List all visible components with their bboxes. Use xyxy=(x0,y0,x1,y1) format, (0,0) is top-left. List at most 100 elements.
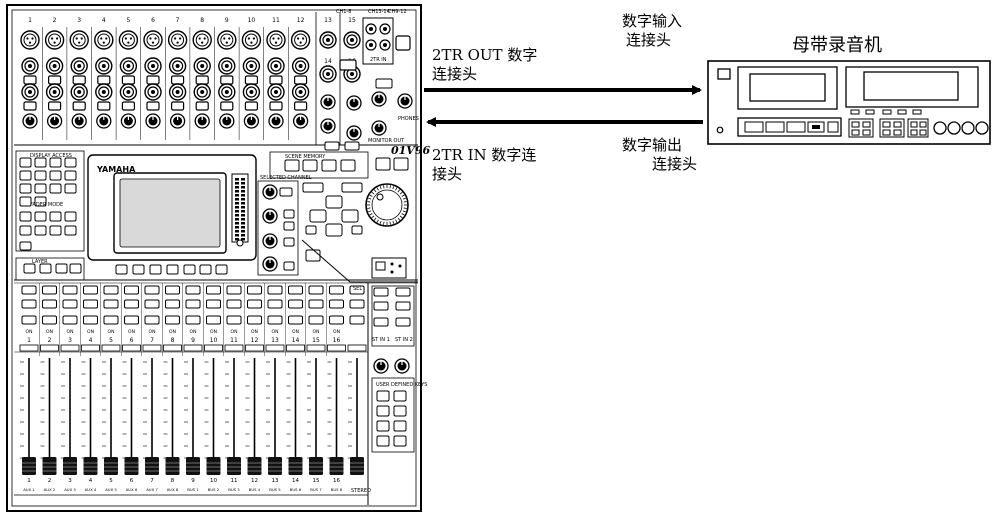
line-input-icon xyxy=(120,58,136,74)
strip-channel-number: 13 xyxy=(271,337,279,344)
meter-segment xyxy=(241,178,245,181)
meter-segment xyxy=(235,218,239,221)
meter-segment xyxy=(241,210,245,213)
meter-segment xyxy=(241,186,245,189)
fader-channel-number: 12 xyxy=(251,478,258,484)
meter-segment xyxy=(235,206,239,209)
strip-channel-number: 5 xyxy=(109,337,113,344)
meter-segment xyxy=(235,214,239,217)
solo-button xyxy=(350,300,364,308)
recorder-title: 母带录音机 xyxy=(792,36,882,55)
on-label: ON xyxy=(169,329,176,335)
scribble-strip xyxy=(102,345,120,351)
scribble-strip xyxy=(348,345,366,351)
solo-button xyxy=(125,300,139,308)
on-button xyxy=(350,316,364,324)
sel-button xyxy=(309,286,323,294)
line-input-icon xyxy=(71,58,87,74)
2tr-in-line1: 2TR IN 数字连 xyxy=(432,146,536,165)
on-button xyxy=(309,316,323,324)
2tr-out-line2: 连接头 xyxy=(432,65,537,84)
on-button xyxy=(104,316,118,324)
pad-switch xyxy=(122,76,134,84)
meter-segment xyxy=(235,186,239,189)
fader-bus-label: AUX 7 xyxy=(146,487,158,492)
meter-segment xyxy=(235,182,239,185)
digital-output-label: 数字输出 连接头 xyxy=(622,136,697,174)
on-button xyxy=(227,316,241,324)
solo-button xyxy=(248,300,262,308)
fader-knob xyxy=(207,457,221,475)
user-key xyxy=(377,436,389,446)
scribble-strip xyxy=(205,345,223,351)
insert-switch xyxy=(295,102,307,110)
meter-segment xyxy=(235,226,239,229)
line-input-icon xyxy=(268,58,284,74)
fader-channel-number: 2 xyxy=(48,478,52,484)
insert-jack-icon xyxy=(145,84,161,100)
meter-segment xyxy=(235,198,239,201)
on-button xyxy=(63,316,77,324)
on-button xyxy=(289,316,303,324)
on-label: ON xyxy=(292,329,299,335)
xlr-input-icon xyxy=(144,31,162,49)
on-label: ON xyxy=(272,329,279,335)
svg-text:USER DEFINED KEYS: USER DEFINED KEYS xyxy=(376,382,427,388)
gain-knob xyxy=(321,95,335,109)
on-label: ON xyxy=(128,329,135,335)
sel-button xyxy=(330,286,344,294)
on-label: ON xyxy=(108,329,115,335)
line-input-icon xyxy=(320,66,336,82)
user-key xyxy=(394,436,406,446)
scribble-strip xyxy=(184,345,202,351)
meter-segment xyxy=(241,202,245,205)
xlr-input-icon xyxy=(119,31,137,49)
line-input-icon xyxy=(47,58,63,74)
meter-segment xyxy=(235,178,239,181)
xlr-input-icon xyxy=(267,31,285,49)
gain-knob xyxy=(23,114,37,128)
solo-button xyxy=(268,300,282,308)
on-label: ON xyxy=(87,329,94,335)
meter-segment xyxy=(241,214,245,217)
fader-mode-button xyxy=(20,242,31,250)
xlr-input-icon xyxy=(292,31,310,49)
fader-bus-label: AUX 3 xyxy=(64,487,76,492)
gain-knob xyxy=(321,119,335,133)
sel-button xyxy=(268,286,282,294)
solo-button xyxy=(330,300,344,308)
sel-button xyxy=(145,286,159,294)
insert-jack-icon xyxy=(293,84,309,100)
channel-number: 5 xyxy=(126,17,130,24)
fader-channel-number: 9 xyxy=(191,478,195,484)
fader-mode-button xyxy=(50,226,61,235)
pad-switch xyxy=(295,76,307,84)
meter-segment xyxy=(235,234,239,237)
fader-mode-button xyxy=(65,226,76,235)
digital-input-label: 数字输入 连接头 xyxy=(622,12,682,50)
scribble-strip xyxy=(164,345,182,351)
display-access-button xyxy=(35,158,46,167)
st-in-button xyxy=(396,288,410,296)
insert-jack-icon xyxy=(268,84,284,100)
fader-channel-number: 14 xyxy=(292,478,299,484)
recorder-knob xyxy=(976,122,988,134)
xlr-input-icon xyxy=(218,31,236,49)
insert-switch xyxy=(98,102,110,110)
xlr-input-icon xyxy=(193,31,211,49)
line-input-icon xyxy=(194,58,210,74)
gain-knob xyxy=(294,114,308,128)
sel-button xyxy=(186,286,200,294)
pad-switch xyxy=(24,76,36,84)
user-key xyxy=(377,421,389,431)
on-button xyxy=(248,316,262,324)
meter-segment xyxy=(241,234,245,237)
strip-channel-number: 14 xyxy=(292,337,300,344)
meter-segment xyxy=(241,190,245,193)
on-label: ON xyxy=(190,329,197,335)
user-key xyxy=(394,391,406,401)
fader-mode-button xyxy=(50,212,61,221)
display-access-button xyxy=(20,184,31,193)
sel-button xyxy=(84,286,98,294)
fader-mode-button xyxy=(20,212,31,221)
